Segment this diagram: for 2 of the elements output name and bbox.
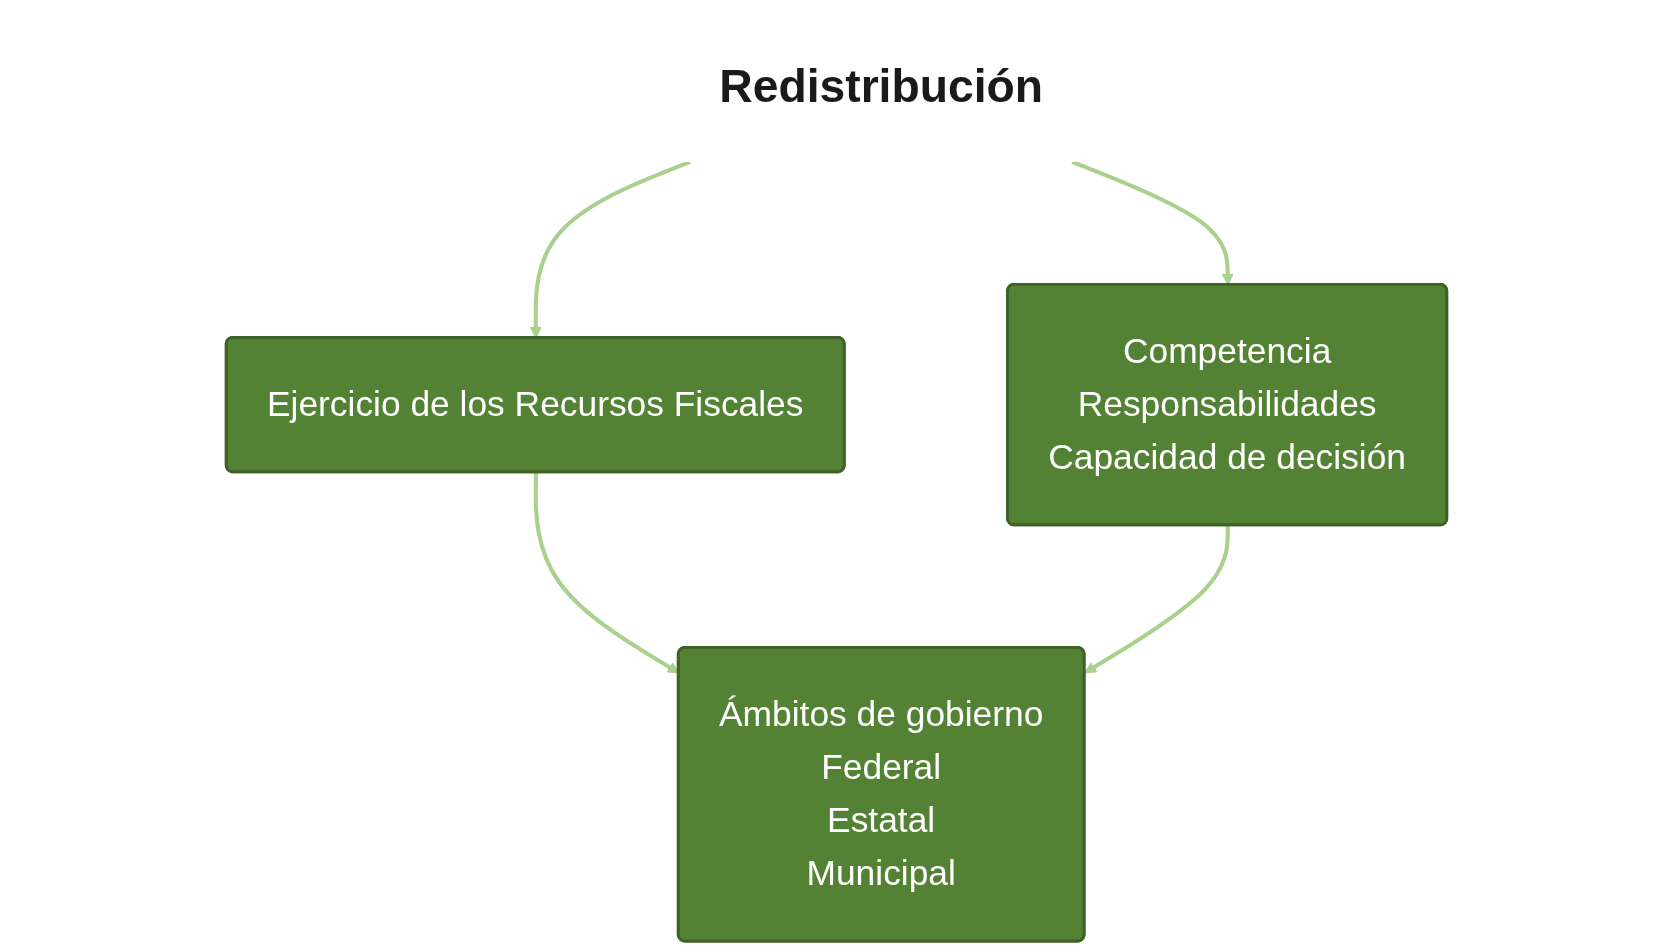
arrow <box>1084 525 1230 674</box>
node-text: Redistribución <box>719 59 1044 112</box>
